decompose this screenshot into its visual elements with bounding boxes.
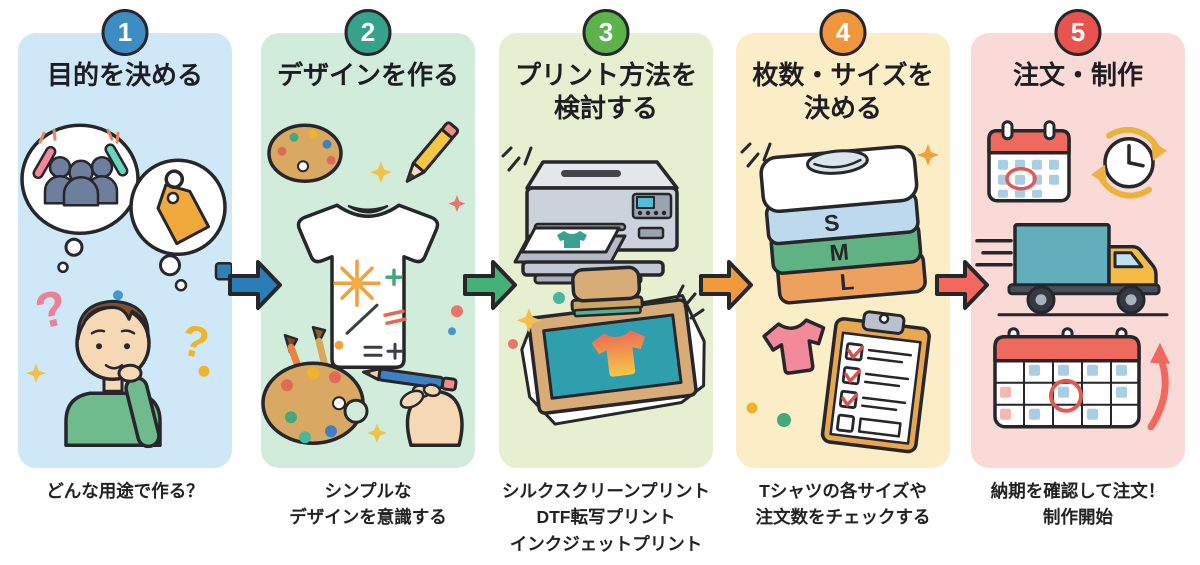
motion-lines (675, 284, 705, 320)
flow-arrow-3 (699, 260, 753, 310)
question-mark-icon: ? (177, 315, 213, 369)
checklist-rows (835, 342, 913, 438)
sparkle-icon (367, 422, 387, 443)
sparkle-icon (516, 308, 542, 333)
print-methods-illustration (501, 146, 706, 426)
step-4-title: 枚数・サイズを 決める (752, 60, 934, 123)
paint-palette-with-brushes-icon (261, 325, 369, 445)
step-column-5: 5 注文・制作 (971, 0, 1185, 565)
silkscreen-frame-icon (520, 265, 706, 426)
step-2-title: デザインを作る (276, 60, 459, 90)
calendar-icon (993, 326, 1141, 428)
step-2-card: デザインを作る (261, 33, 475, 468)
step-3-card: プリント方法を 検討する (499, 33, 713, 468)
circled-date-mark (1005, 166, 1037, 190)
printed-tshirt-graphic (557, 231, 587, 248)
screen-print-tshirt-graphic (591, 330, 646, 377)
step-2-caption: シンプルな デザインを意識する (289, 481, 447, 528)
folded-shirts-icon: S M L (759, 144, 927, 305)
checklist-clipboard-icon (820, 310, 931, 454)
speed-lines (975, 238, 1013, 266)
motion-lines (740, 142, 772, 168)
step-1-number-badge: 1 (101, 9, 149, 56)
step-1-title: 目的を決める (46, 60, 203, 90)
step-5-title: 注文・制作 (1012, 60, 1143, 90)
dot-decoration (746, 402, 758, 414)
paint-palette-icon (267, 123, 343, 183)
step-4-number-badge: 4 (819, 9, 867, 56)
step-4-card: 枚数・サイズを 決める S (736, 33, 950, 468)
square-decoration (214, 261, 232, 280)
calendar-icon (987, 119, 1071, 202)
plus-design-icon (385, 268, 403, 286)
motion-lines (501, 146, 533, 172)
thinking-person-icon (64, 299, 162, 448)
dot-decoration (553, 292, 565, 304)
pink-tshirt-icon (762, 318, 826, 375)
design-creation-illustration (261, 120, 466, 447)
step-column-1: 1 目的を決める (18, 0, 232, 565)
size-quantity-illustration: S M L (740, 142, 939, 454)
step-2-number-badge: 2 (344, 9, 392, 56)
sparkle-icon (448, 194, 466, 212)
step-4-caption: Tシャツの各サイズや 注文数をチェックする (755, 481, 931, 528)
sparkle-icon (26, 362, 46, 383)
step-5-number-badge: 5 (1054, 9, 1102, 56)
price-tag-thought-bubble-icon (129, 158, 227, 291)
dot-decoration (508, 339, 518, 349)
equals-design-icon (383, 309, 407, 325)
tshirt-icon (296, 203, 440, 369)
step-5-card: 注文・制作 (971, 33, 1185, 468)
size-label-l: L (839, 268, 855, 295)
starburst-design-icon (333, 259, 381, 307)
up-arrow-icon (1147, 342, 1170, 430)
step-1-caption: どんな用途で作る？ (46, 481, 204, 501)
clock-rotation-icon (1091, 126, 1167, 199)
step-column-4: 4 枚数・サイズを 決める S (736, 0, 950, 565)
step-5-caption: 納期を確認して注文！ 制作開始 (990, 481, 1166, 528)
dot-decoration (448, 326, 456, 335)
dot-decoration (451, 304, 463, 317)
squeegee-icon (570, 265, 644, 318)
size-label-s: S (823, 209, 841, 236)
flow-arrow-4 (935, 260, 989, 310)
step-column-3: 3 プリント方法を 検討する (499, 0, 713, 565)
step-3-caption: シルクスクリーンプリント DTF転写プリント インクジェットプリント (501, 481, 711, 554)
question-mark-icon: ? (30, 278, 73, 340)
dot-decoration (198, 365, 210, 377)
circled-date-mark (1049, 378, 1083, 413)
price-tag-icon (156, 168, 211, 245)
thinking-person-illustration: ? ? (20, 123, 232, 448)
flow-arrow-1 (228, 260, 282, 310)
dot-decoration (113, 289, 123, 300)
step-3-title: プリント方法を 検討する (514, 60, 697, 123)
step-3-number-badge: 3 (582, 9, 630, 56)
inkjet-printer-icon (513, 160, 679, 285)
delivery-truck-icon (975, 222, 1169, 316)
drawing-pen-icon (362, 366, 458, 392)
sparkle-icon (370, 160, 392, 183)
step-1-card: 目的を決める (18, 33, 232, 468)
step-column-2: 2 デザインを作る (261, 0, 475, 565)
dot-decoration (777, 413, 791, 427)
hand-drawing-icon (362, 366, 464, 447)
pencil-icon (405, 120, 460, 183)
equals-plus-design-icon (363, 342, 404, 360)
size-label-m: M (829, 238, 850, 266)
flow-arrow-2 (463, 260, 517, 310)
slash-design-icon (345, 303, 379, 335)
sparkle-icon (917, 144, 939, 166)
thought-bubble-crowd-icon (20, 123, 140, 273)
order-production-illustration (975, 119, 1170, 430)
